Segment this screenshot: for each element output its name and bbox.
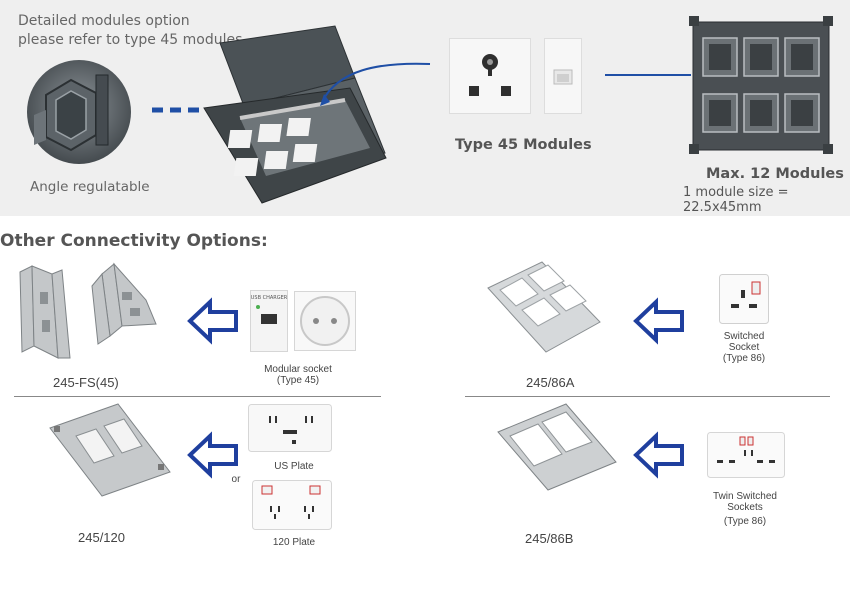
label-86b-line1: Twin Switched <box>713 491 777 502</box>
label-fs45: Modular socket (Type 45) <box>246 364 350 386</box>
switched-socket-image <box>719 274 769 324</box>
universal-socket-module <box>449 38 531 114</box>
twin-switched-socket-image <box>707 432 785 478</box>
max-modules-label: Max. 12 Modules <box>706 166 844 182</box>
label-fs45-line2: (Type 45) <box>276 375 320 386</box>
label-86a-line2: Socket <box>728 342 760 353</box>
arrow-fs45 <box>187 297 238 345</box>
plate-120-image <box>49 403 171 497</box>
caption-120: 245/120 <box>78 530 125 545</box>
label-86b-line2: Sockets <box>727 502 763 513</box>
note-line-2: please refer to type 45 modules <box>18 32 243 48</box>
label-86b-line3: (Type 86) <box>723 516 767 527</box>
frame-connector-line <box>605 74 691 76</box>
120-plate-image <box>252 480 332 530</box>
frame-86b-image <box>497 403 617 491</box>
modular-socket-module <box>294 291 356 351</box>
divider-right <box>465 396 830 397</box>
caption-86a: 245/86A <box>526 375 575 390</box>
label-86b: Twin Switched Sockets (Type 86) <box>700 491 790 527</box>
angle-label: Angle regulatable <box>30 179 150 195</box>
data-port-module <box>544 38 582 114</box>
usb-charger-text: USB CHARGER <box>251 295 288 301</box>
caption-fs45: 245-FS(45) <box>53 375 119 390</box>
usb-charger-module: USB CHARGER <box>250 290 288 352</box>
or-label: or <box>231 474 241 485</box>
divider-left <box>14 396 381 397</box>
caption-86b: 245/86B <box>525 531 574 546</box>
twelve-module-frame <box>689 16 833 154</box>
120-plate-label: 120 Plate <box>272 537 316 548</box>
label-86a: Switched Socket (Type 86) <box>704 331 784 364</box>
us-plate-image <box>248 404 332 452</box>
type45-label: Type 45 Modules <box>455 137 592 153</box>
label-fs45-line1: Modular socket <box>264 364 332 375</box>
us-plate-label: US Plate <box>274 461 314 472</box>
brackets-fs45-image <box>19 262 157 359</box>
frame-86a-image <box>487 261 601 353</box>
angle-detail-image <box>27 60 131 164</box>
note-line-1: Detailed modules option <box>18 13 190 29</box>
curved-connector <box>320 62 431 106</box>
floor-box-image <box>203 25 387 204</box>
module-size-label: 1 module size = 22.5x45mm <box>683 185 789 215</box>
arrow-120 <box>187 431 238 479</box>
arrow-86a <box>633 297 684 345</box>
modules-note: Detailed modules option please refer to … <box>18 12 242 50</box>
section-title: Other Connectivity Options: <box>0 231 268 251</box>
label-86a-line3: (Type 86) <box>722 353 766 364</box>
arrow-86b <box>633 431 684 479</box>
label-86a-line1: Switched <box>723 331 765 342</box>
